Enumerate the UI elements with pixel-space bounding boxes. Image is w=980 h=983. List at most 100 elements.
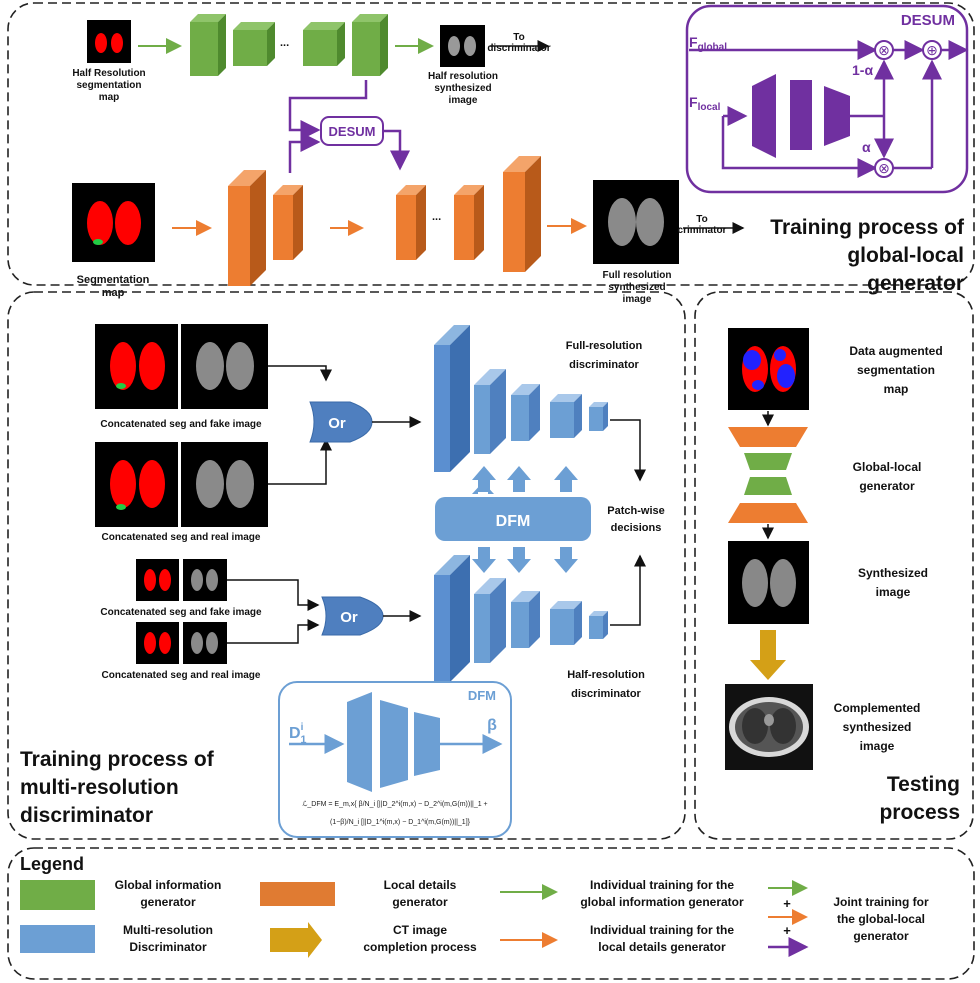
aug-label-2: segmentation <box>857 363 935 377</box>
full-disc-label-1: Full-resolution <box>566 340 643 352</box>
joint-label-3: generator <box>853 929 909 943</box>
full-out-label-3: image <box>623 294 652 305</box>
pair2-caption: Concatenated seg and real image <box>102 532 261 543</box>
gen-label-2: generator <box>859 479 915 493</box>
legend-green-2: generator <box>140 895 196 909</box>
pair1-images <box>95 324 268 409</box>
pair2-images <box>95 442 268 527</box>
half-seg-map <box>87 20 131 63</box>
dfm-input-sub: 1 <box>300 734 306 746</box>
half-out-label-3: image <box>449 95 478 106</box>
half-seg-label-1: Half Resolution <box>72 68 145 79</box>
half-seg-label-2: segmentation <box>76 80 141 91</box>
or-gate-bottom <box>321 596 384 636</box>
to-disc-top-2: discriminator <box>487 43 550 54</box>
f-global: F <box>689 34 698 50</box>
top-title-1: Training process of <box>770 216 965 239</box>
seg-label-2: map <box>102 287 125 299</box>
legend-swatch-blue <box>20 925 95 953</box>
top-title-2: global-local <box>847 244 964 267</box>
synth-label-1: Synthesized <box>858 566 928 580</box>
one-minus-alpha: 1-α <box>852 62 873 78</box>
svg-text:Di1: Di1 <box>289 722 306 746</box>
joint-label-2: the global-local <box>837 912 925 926</box>
test-title-2: process <box>879 801 960 824</box>
patch-label-2: decisions <box>611 522 662 534</box>
gen-label-1: Global-local <box>853 460 922 474</box>
dfm-encoder <box>347 692 440 792</box>
half-out-label-1: Half resolution <box>428 71 498 82</box>
disc-title-3: discriminator <box>20 804 153 827</box>
dfm-output: β <box>487 717 497 734</box>
patch-label-1: Patch-wise <box>607 505 664 517</box>
dfm-bar[interactable] <box>435 497 591 541</box>
synth-label-2: image <box>876 585 911 599</box>
full-disc-label-2: discriminator <box>569 359 639 371</box>
dfm-formula-2: (1−β)/N_i [||D_1^i(m,x) − D_1^i(m,G(m))|… <box>330 819 471 826</box>
half-disc-label-2: discriminator <box>571 688 641 700</box>
or-label-bottom: Or <box>340 609 358 626</box>
full-out-label-1: Full resolution <box>603 270 672 281</box>
disc-title-2: multi-resolution <box>20 776 179 799</box>
legend-panel <box>7 847 975 980</box>
desum-encoder <box>752 74 850 158</box>
legend-arrow-green-1: Individual training for the <box>590 878 734 892</box>
desum-detail <box>685 4 969 194</box>
legend-gold-arrow <box>270 922 322 958</box>
legend-title: Legend <box>20 854 84 874</box>
top-title-3: generator <box>867 272 964 295</box>
legend-gold-2: completion process <box>363 940 477 954</box>
pair4-caption: Concatenated seg and real image <box>102 670 261 681</box>
pair3-images <box>136 559 227 601</box>
plus-icon: ⊕ <box>926 42 938 58</box>
desum-box-label: DESUM <box>329 124 376 139</box>
test-title-1: Testing <box>887 773 960 796</box>
legend-arrow-orange-1: Individual training for the <box>590 923 734 937</box>
synth-image <box>728 541 809 624</box>
legend-blue-2: Discriminator <box>129 940 207 954</box>
dfm-input: D <box>289 725 301 742</box>
half-out-label-2: synthesized <box>434 83 491 94</box>
dfm-formula-1: ℒ_DFM = E_m,x{ β/N_i [||D_2^i(m,x) − D_2… <box>302 800 487 808</box>
f-global-sub: global <box>698 42 728 53</box>
mult-icon-top: ⊗ <box>878 42 890 58</box>
legend-blue-1: Multi-resolution <box>123 923 213 937</box>
test-panel <box>694 291 974 840</box>
legend-swatch-orange <box>260 882 335 906</box>
full-out-label-2: synthesized <box>608 282 665 293</box>
ellipsis-top: ... <box>280 37 289 49</box>
f-local: F <box>689 94 698 110</box>
legend-swatch-green <box>20 880 95 910</box>
local-generator <box>228 156 541 286</box>
f-local-sub: local <box>698 102 721 113</box>
global-generator <box>190 14 388 76</box>
down-arrows <box>472 547 578 573</box>
pair4-images <box>136 622 227 664</box>
disc-title-1: Training process of <box>20 748 215 771</box>
to-disc-top-1: To <box>513 32 524 43</box>
joint-plus-2: + <box>783 923 791 938</box>
to-disc-bottom-1: To <box>696 214 707 225</box>
comp-label-2: synthesized <box>843 720 912 734</box>
legend-green-1: Global information <box>115 878 222 892</box>
desum-detail-title: DESUM <box>901 12 955 29</box>
